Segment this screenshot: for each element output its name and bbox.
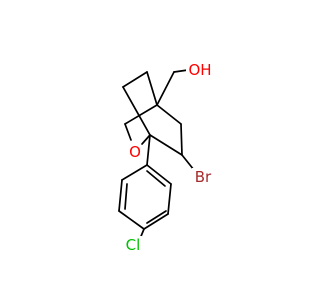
bond-right-c-br-carbon: [180, 123, 183, 156]
bond-c1-phenyl: [146, 134, 151, 166]
bond-phenyl-e: [167, 183, 172, 215]
aromatic-double-bond-3: [146, 170, 166, 187]
atom-labels: OH O Br Cl: [120, 60, 218, 256]
bond-c1-br-carbon: [149, 134, 183, 156]
bond-o-c1: [141, 134, 151, 145]
bond-ch2-o: [124, 123, 132, 141]
bond-oh-ch2: [173, 69, 189, 73]
bond-c-br: [181, 154, 195, 171]
bond-phenyl-b: [118, 179, 123, 212]
aromatic-double-bond-2: [146, 210, 167, 224]
bond-top-left-c1: [122, 86, 151, 136]
bond-phenyl-c: [118, 210, 145, 230]
bond-phenyl-a: [121, 164, 148, 181]
chlorine-label: Cl: [126, 236, 141, 254]
molecule-diagram: OH O Br Cl: [118, 60, 218, 256]
bond-phenyl-f: [146, 164, 172, 185]
bond-bridgehead-c-left: [124, 104, 158, 125]
bond-top-bridge: [122, 71, 148, 88]
hydroxyl-label: OH: [188, 61, 211, 79]
bond-bridgehead-c-top-right: [146, 71, 158, 106]
bond-phenyl-d: [143, 213, 169, 230]
ring-oxygen-label: O: [129, 143, 141, 161]
bond-ch2-bridgehead: [156, 71, 175, 106]
bond-bridgehead-c-right: [156, 104, 182, 125]
bromine-label: Br: [195, 168, 212, 186]
aromatic-double-bond-1: [124, 183, 128, 210]
structure-canvas: OH O Br Cl: [118, 60, 218, 256]
